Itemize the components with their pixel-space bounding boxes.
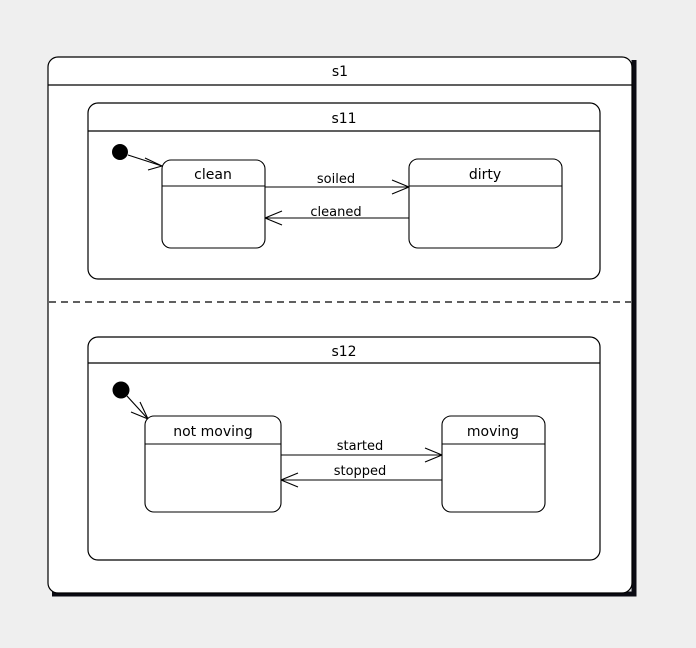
- transition-started[interactable]: started: [281, 439, 443, 463]
- state-clean[interactable]: clean: [161, 159, 266, 249]
- state-moving-body: [441, 415, 546, 513]
- state-clean-label: clean: [194, 167, 232, 183]
- state-dirty-body: [408, 158, 563, 249]
- state-dirty[interactable]: dirty: [408, 158, 563, 249]
- state-not-moving-body: [144, 415, 282, 513]
- state-dirty-label: dirty: [469, 167, 501, 183]
- s1-title: s1: [332, 64, 348, 80]
- s11-title: s11: [331, 111, 356, 127]
- state-moving-label: moving: [467, 424, 519, 440]
- transition-stopped[interactable]: stopped: [280, 464, 442, 488]
- s1-shadow: [52, 60, 637, 597]
- state-moving[interactable]: moving: [441, 415, 546, 513]
- transition-stopped-label: stopped: [334, 464, 387, 479]
- initial-transition-s11: [127, 154, 163, 171]
- s12-title: s12: [331, 344, 356, 360]
- initial-pseudostate-icon-s12[interactable]: [112, 381, 130, 399]
- transition-cleaned-label: cleaned: [310, 205, 361, 220]
- state-not-moving[interactable]: not moving: [144, 415, 282, 513]
- state-clean-body: [161, 159, 266, 249]
- transition-cleaned[interactable]: cleaned: [264, 205, 409, 226]
- state-not-moving-label: not moving: [173, 424, 253, 440]
- transition-soiled[interactable]: soiled: [265, 172, 410, 195]
- transition-started-label: started: [337, 439, 384, 454]
- initial-pseudostate-icon-s11[interactable]: [112, 144, 128, 160]
- transition-soiled-label: soiled: [317, 172, 355, 187]
- initial-transition-s12: [126, 395, 149, 420]
